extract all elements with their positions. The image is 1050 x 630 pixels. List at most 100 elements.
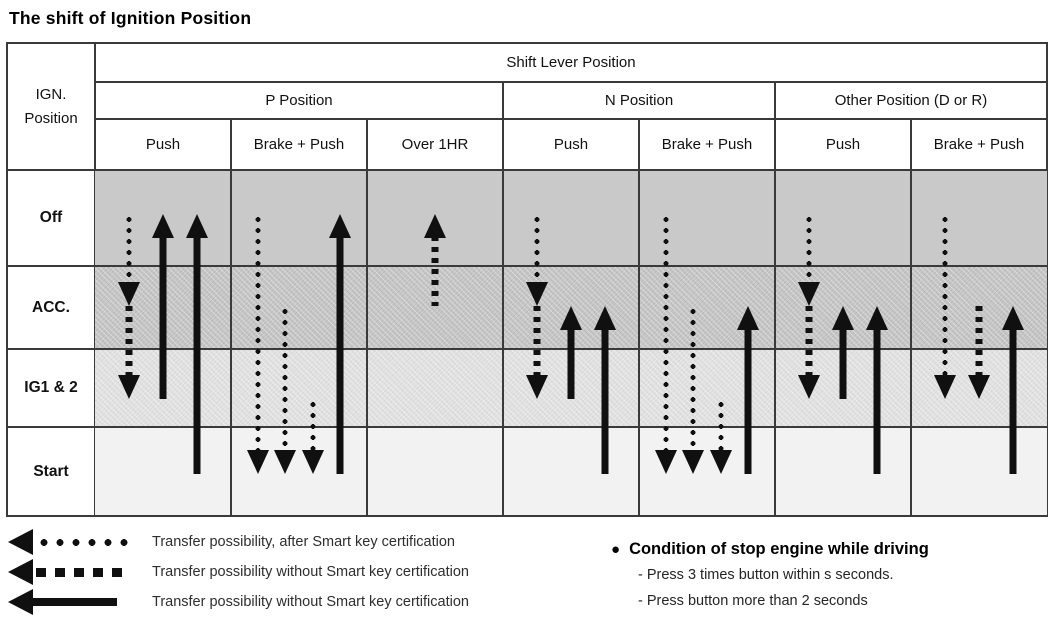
grid-line bbox=[910, 170, 912, 516]
row-label-off: Off bbox=[7, 170, 95, 266]
arrow-head bbox=[682, 450, 705, 474]
arrows-layer bbox=[7, 43, 1047, 516]
arrow-shaft bbox=[744, 328, 752, 474]
header-n-position: N Position bbox=[503, 82, 775, 119]
arrow-shaft bbox=[690, 306, 697, 452]
arrow-head bbox=[655, 450, 678, 474]
arrow-shaft bbox=[255, 214, 262, 452]
transfer-arrow-dotted-down bbox=[524, 214, 550, 306]
corner-cell-ign-position: IGN. Position bbox=[7, 43, 95, 170]
arrow-head bbox=[798, 375, 820, 399]
transfer-arrow-dashed-up bbox=[422, 214, 448, 306]
grid-line bbox=[366, 170, 368, 516]
ignition-shift-diagram: IGN. Position Shift Lever Position P Pos… bbox=[7, 43, 1047, 516]
arrow-line bbox=[36, 537, 132, 547]
legend-item-dashed: Transfer possibility without Smart key c… bbox=[8, 558, 469, 586]
arrow-shaft bbox=[534, 214, 540, 284]
arrow-line bbox=[33, 598, 117, 606]
transfer-arrow-dotted-down bbox=[245, 214, 271, 474]
subheader-n-brake-push: Brake + Push bbox=[639, 119, 775, 170]
arrow-head bbox=[968, 375, 990, 399]
transfer-arrow-solid-up bbox=[830, 306, 856, 399]
arrow-shaft bbox=[193, 236, 201, 474]
arrow-head bbox=[798, 282, 820, 306]
arrow-head bbox=[560, 306, 582, 330]
arrow-head bbox=[8, 559, 33, 585]
arrow-shaft bbox=[125, 306, 133, 377]
row-band-off bbox=[95, 170, 1047, 266]
transfer-arrow-solid-up bbox=[184, 214, 210, 474]
header-other-position: Other Position (D or R) bbox=[775, 82, 1047, 119]
arrow-shaft bbox=[159, 236, 167, 399]
grid-line bbox=[502, 170, 504, 516]
arrow-head bbox=[832, 306, 854, 330]
arrow-line bbox=[36, 567, 130, 577]
arrow-head bbox=[328, 214, 351, 238]
arrow-shaft bbox=[567, 328, 575, 399]
legend-item-dotted: Transfer possibility, after Smart key ce… bbox=[8, 528, 455, 556]
arrow-head bbox=[526, 282, 548, 306]
subheader-other-brake-push: Brake + Push bbox=[911, 119, 1047, 170]
transfer-arrow-dashed-down bbox=[796, 306, 822, 399]
arrow-shaft bbox=[717, 399, 724, 452]
subheader-n-push: Push bbox=[503, 119, 639, 170]
legend-item-solid: Transfer possibility without Smart key c… bbox=[8, 588, 469, 616]
transfer-arrow-solid-up bbox=[150, 214, 176, 399]
subheader-p-push: Push bbox=[95, 119, 231, 170]
transfer-arrow-dotted-down bbox=[932, 214, 958, 399]
transfer-arrow-dotted-down bbox=[708, 399, 734, 474]
arrow-shaft bbox=[282, 306, 289, 452]
transfer-arrow-dotted-down bbox=[680, 306, 706, 474]
arrow-shaft bbox=[942, 214, 948, 377]
arrow-head bbox=[526, 375, 548, 399]
arrow-head bbox=[934, 375, 956, 399]
transfer-arrow-dotted-down bbox=[653, 214, 679, 474]
header-p-position: P Position bbox=[95, 82, 503, 119]
row-label-acc: ACC. bbox=[7, 266, 95, 349]
arrow-head bbox=[8, 589, 33, 615]
grid-line bbox=[638, 170, 640, 516]
arrow-head bbox=[424, 214, 446, 238]
arrow-shaft bbox=[975, 306, 983, 377]
conditions-title: ● Condition of stop engine while driving bbox=[611, 540, 929, 559]
subheader-p-brake-push: Brake + Push bbox=[231, 119, 367, 170]
arrow-head bbox=[186, 214, 208, 238]
arrow-head bbox=[594, 306, 616, 330]
condition-item: - Press button more than 2 seconds bbox=[638, 593, 868, 609]
arrow-shaft bbox=[533, 306, 541, 377]
arrow-head bbox=[8, 529, 33, 555]
bullet-icon: ● bbox=[611, 541, 621, 558]
arrow-head bbox=[118, 282, 140, 306]
header-shift-lever-position: Shift Lever Position bbox=[95, 43, 1047, 82]
transfer-arrow-dotted-down bbox=[796, 214, 822, 306]
arrow-head bbox=[301, 450, 324, 474]
arrow-shaft bbox=[805, 306, 813, 377]
arrow-head bbox=[736, 306, 759, 330]
arrow-head bbox=[152, 214, 174, 238]
arrow-head bbox=[247, 450, 270, 474]
transfer-arrow-solid-up bbox=[592, 306, 618, 474]
arrow-shaft bbox=[601, 328, 609, 474]
arrow-shaft bbox=[336, 236, 344, 474]
arrow-shaft bbox=[126, 214, 132, 284]
subheader-other-push: Push bbox=[775, 119, 911, 170]
row-label-ig12: IG1 & 2 bbox=[7, 349, 95, 427]
grid-line bbox=[230, 170, 232, 516]
arrow-shaft bbox=[1009, 328, 1017, 474]
transfer-arrow-dotted-down bbox=[116, 214, 142, 306]
solid-arrow-icon bbox=[8, 589, 140, 615]
transfer-arrow-solid-up bbox=[735, 306, 761, 474]
transfer-arrow-dotted-down bbox=[272, 306, 298, 474]
dotted-arrow-icon bbox=[8, 529, 140, 555]
legend-label: Transfer possibility without Smart key c… bbox=[152, 594, 469, 610]
transfer-arrow-dashed-down bbox=[966, 306, 992, 399]
arrow-head bbox=[866, 306, 888, 330]
condition-item: - Press 3 times button within s seconds. bbox=[638, 567, 894, 583]
arrow-head bbox=[709, 450, 732, 474]
transfer-arrow-solid-up bbox=[1000, 306, 1026, 474]
transfer-arrow-dotted-down bbox=[300, 399, 326, 474]
arrow-shaft bbox=[663, 214, 670, 452]
transfer-arrow-dashed-down bbox=[524, 306, 550, 399]
arrow-head bbox=[1002, 306, 1024, 330]
